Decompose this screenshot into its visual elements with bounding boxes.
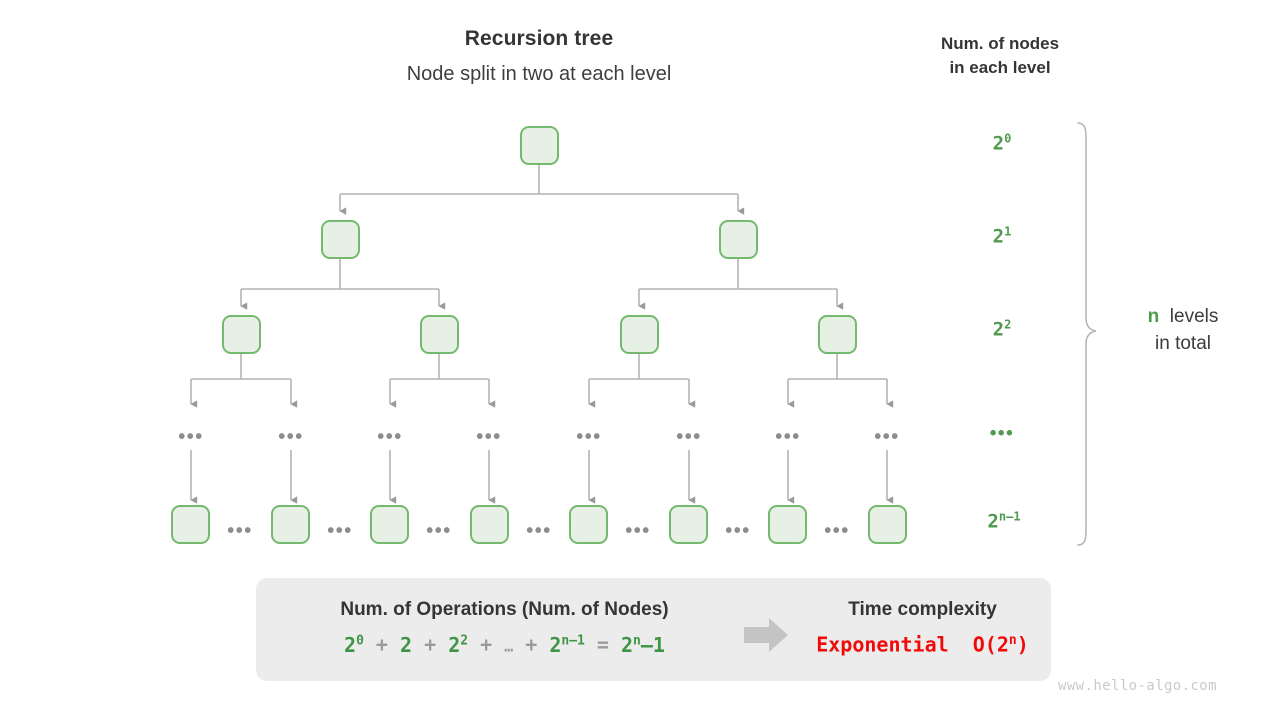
formula-op-2: + xyxy=(468,632,505,657)
summary-left: Num. of Operations (Num. of Nodes) 20 + … xyxy=(272,596,737,664)
tree-node-ellipsis: ••• xyxy=(676,426,702,448)
leaf-gap-ellipsis: ••• xyxy=(426,520,452,542)
page-subtitle: Node split in two at each level xyxy=(406,63,672,85)
tree-leaf-node xyxy=(171,505,210,544)
summary-right: Time complexity Exponential O(2n) xyxy=(795,596,1050,662)
time-complexity-value: Exponential O(2n) xyxy=(795,624,1050,662)
levels-brace xyxy=(1077,122,1097,546)
tree-leaf-node xyxy=(868,505,907,544)
operations-heading: Num. of Operations (Num. of Nodes) xyxy=(340,599,669,620)
level-count-exp-4: n–1 xyxy=(998,509,1021,524)
time-complexity-heading: Time complexity xyxy=(848,599,997,620)
formula-term-2: 22 xyxy=(448,632,469,657)
node-count-header-line1: Num. of nodes xyxy=(940,34,1060,53)
tree-node-ellipsis: ••• xyxy=(476,426,502,448)
leaf-gap-ellipsis: ••• xyxy=(824,520,850,542)
level-count-exp-2: 2 xyxy=(1004,317,1012,332)
complexity-exponent: n xyxy=(1008,633,1017,648)
level-count-3: ••• xyxy=(989,423,1015,444)
tree-leaf-node xyxy=(470,505,509,544)
node-count-header-line2: in each level xyxy=(949,58,1051,77)
tree-node xyxy=(620,315,659,354)
complexity-name: Exponential xyxy=(816,632,949,657)
level-count-base-4: 2 xyxy=(987,510,999,533)
tree-node-ellipsis: ••• xyxy=(278,426,304,448)
levels-total-line2: in total xyxy=(1155,333,1211,354)
level-count-base-2: 2 xyxy=(992,318,1005,341)
level-count-exp-0: 0 xyxy=(1004,131,1012,146)
formula-term-3: 2n–1 xyxy=(549,632,585,657)
tree-node xyxy=(719,220,758,259)
formula-term-0: 20 xyxy=(344,632,364,657)
complexity-notation: O(2 xyxy=(972,632,1009,657)
formula-exp-2: 2 xyxy=(460,633,469,648)
complexity-close-paren: ) xyxy=(1016,632,1029,657)
formula-term-1: 2 xyxy=(400,632,413,657)
tree-node xyxy=(321,220,360,259)
formula-result: 2n–1 xyxy=(621,632,665,657)
tree-node-ellipsis: ••• xyxy=(576,426,602,448)
tree-node-ellipsis: ••• xyxy=(775,426,801,448)
watermark: www.hello-algo.com xyxy=(1058,678,1217,694)
levels-total-symbol: n xyxy=(1147,306,1160,327)
tree-node xyxy=(818,315,857,354)
tree-leaf-node xyxy=(669,505,708,544)
tree-leaf-node xyxy=(569,505,608,544)
right-arrow-icon xyxy=(744,618,788,652)
tree-node xyxy=(520,126,559,165)
formula-op-3: + xyxy=(513,632,550,657)
leaf-gap-ellipsis: ••• xyxy=(227,520,253,542)
formula-op-1: + xyxy=(412,632,449,657)
summary-panel xyxy=(256,578,1051,681)
levels-total-word: levels xyxy=(1169,306,1219,327)
tree-node xyxy=(420,315,459,354)
tree-node xyxy=(222,315,261,354)
formula-op-0: + xyxy=(363,632,401,657)
formula-ellipsis: … xyxy=(504,637,514,656)
level-count-base-1: 2 xyxy=(992,225,1005,248)
level-count-4: 2n–1 xyxy=(987,509,1020,532)
tree-leaf-node xyxy=(768,505,807,544)
formula-result-minus: –1 xyxy=(640,632,665,657)
tree-node-ellipsis: ••• xyxy=(178,426,204,448)
tree-leaf-node xyxy=(271,505,310,544)
level-count-base-0: 2 xyxy=(992,132,1005,155)
tree-node-ellipsis: ••• xyxy=(377,426,403,448)
leaf-gap-ellipsis: ••• xyxy=(327,520,353,542)
node-count-column-header: Num. of nodes in each level xyxy=(899,32,1101,80)
level-count-1: 21 xyxy=(993,224,1012,247)
levels-total-note: n levels in total xyxy=(1108,303,1258,357)
page-title: Recursion tree xyxy=(464,27,614,50)
level-count-2: 22 xyxy=(993,317,1012,340)
tree-leaf-node xyxy=(370,505,409,544)
tree-node-ellipsis: ••• xyxy=(874,426,900,448)
leaf-gap-ellipsis: ••• xyxy=(526,520,552,542)
formula-equals: = xyxy=(584,632,621,657)
formula-exp-3: n–1 xyxy=(561,633,585,648)
leaf-gap-ellipsis: ••• xyxy=(725,520,751,542)
operations-formula: 20 + 2 + 22 + … + 2n–1 = 2n–1 xyxy=(272,624,737,664)
leaf-gap-ellipsis: ••• xyxy=(625,520,651,542)
level-count-0: 20 xyxy=(993,131,1012,154)
level-count-exp-1: 1 xyxy=(1004,224,1012,239)
formula-exp-0: 0 xyxy=(356,633,364,648)
formula-result-exp: n xyxy=(633,633,641,648)
